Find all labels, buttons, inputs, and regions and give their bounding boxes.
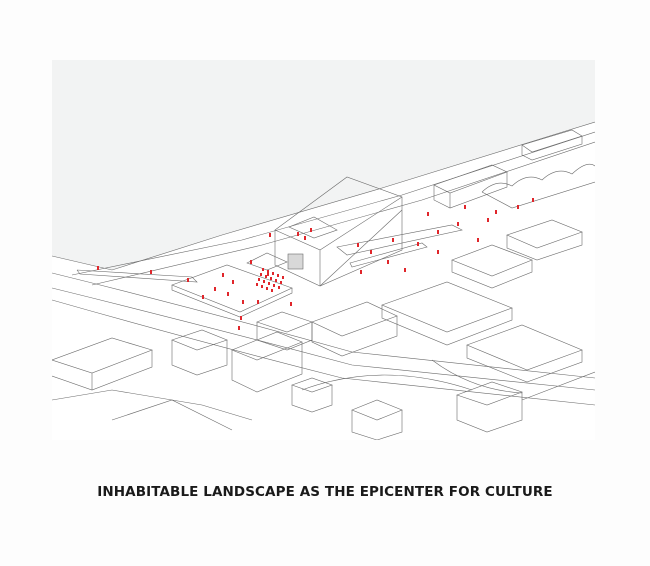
sky-area xyxy=(52,60,595,270)
linework xyxy=(52,121,595,440)
diagram-drawing xyxy=(52,60,595,440)
people-markers xyxy=(97,198,534,330)
crowd-grid xyxy=(256,268,284,292)
axonometric-diagram xyxy=(52,60,595,440)
figure-caption: INHABITABLE LANDSCAPE AS THE EPICENTER F… xyxy=(97,484,553,500)
